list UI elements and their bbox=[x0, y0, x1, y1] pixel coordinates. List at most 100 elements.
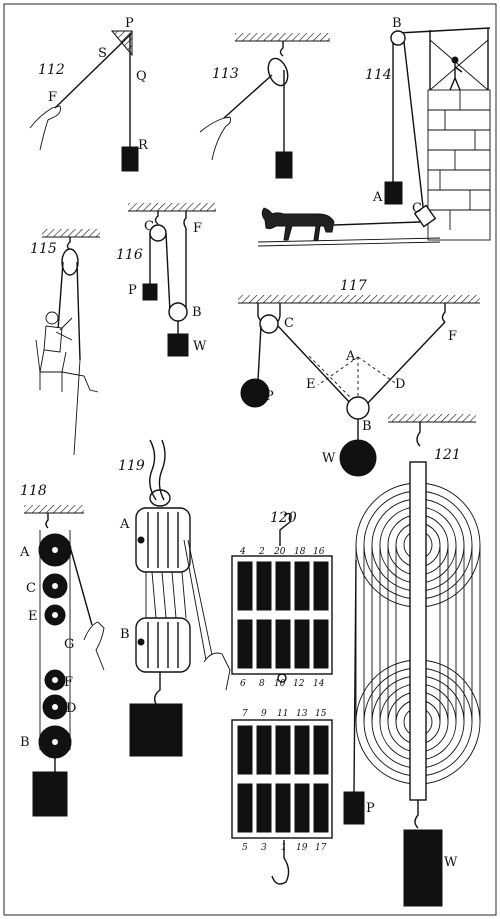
weight-w-117 bbox=[339, 439, 377, 477]
svg-text:3: 3 bbox=[261, 843, 267, 853]
label-b-116: B bbox=[192, 305, 202, 320]
svg-text:5: 5 bbox=[242, 843, 248, 853]
label-p-116: P bbox=[128, 283, 137, 298]
svg-text:8: 8 bbox=[259, 679, 265, 689]
figure-117: C A F E D P B W 117 bbox=[238, 278, 480, 477]
weight-119 bbox=[129, 703, 183, 757]
label-f-117: F bbox=[448, 329, 457, 344]
crane-beam bbox=[397, 27, 491, 34]
label-f: F bbox=[48, 90, 57, 105]
label-e-118: E bbox=[28, 609, 38, 624]
ceiling-115 bbox=[42, 229, 100, 237]
label-b-119: B bbox=[120, 627, 130, 642]
hand-118 bbox=[83, 621, 105, 671]
weight-r bbox=[121, 146, 139, 172]
pulley-c bbox=[413, 204, 437, 228]
label-f-118: F bbox=[64, 675, 73, 690]
svg-text:18: 18 bbox=[294, 547, 306, 557]
pulley-114 bbox=[390, 30, 406, 46]
label-p-121: P bbox=[366, 801, 375, 816]
label-c-118: C bbox=[26, 581, 36, 596]
ceiling-113 bbox=[235, 33, 330, 41]
figure-number-118: 118 bbox=[20, 483, 47, 499]
weight-p-116 bbox=[142, 283, 158, 301]
label-b-117: B bbox=[362, 419, 372, 434]
label-w-121: W bbox=[444, 855, 458, 870]
figure-115: 115 bbox=[30, 229, 100, 456]
figure-113: 113 bbox=[199, 33, 330, 179]
weight-118 bbox=[32, 771, 68, 817]
label-s: S bbox=[98, 46, 107, 61]
label-g-118: G bbox=[64, 637, 74, 652]
pulley-115 bbox=[61, 248, 79, 276]
label-r: R bbox=[138, 138, 149, 153]
label-b: B bbox=[392, 16, 402, 31]
label-a-119: A bbox=[119, 517, 130, 532]
ceiling-116 bbox=[128, 203, 216, 211]
hand-113 bbox=[199, 116, 231, 161]
figure-112: P S Q F R 112 bbox=[29, 16, 149, 172]
figure-number-119: 119 bbox=[118, 458, 145, 474]
label-a-118: A bbox=[19, 545, 30, 560]
svg-text:10: 10 bbox=[274, 679, 286, 689]
weight-a bbox=[384, 181, 403, 205]
label-w-116: W bbox=[193, 339, 207, 354]
label-p-117: P bbox=[265, 389, 274, 404]
label-q: Q bbox=[136, 69, 147, 84]
svg-text:15: 15 bbox=[315, 709, 327, 719]
label-f-116: F bbox=[193, 221, 202, 236]
lower-sheaves bbox=[237, 725, 329, 833]
ceiling-121 bbox=[388, 414, 476, 422]
horse bbox=[261, 207, 335, 241]
strap-121 bbox=[409, 461, 427, 801]
pulley-113 bbox=[267, 57, 289, 87]
label-d-117: D bbox=[395, 377, 405, 392]
hand-119 bbox=[203, 652, 231, 691]
ceiling-117 bbox=[238, 295, 480, 303]
weight-113 bbox=[275, 151, 293, 179]
block-b-119 bbox=[135, 617, 191, 673]
inclined-cord bbox=[54, 32, 133, 109]
plate-border bbox=[3, 3, 497, 916]
weight-p-121 bbox=[343, 791, 365, 825]
label-e-117: E bbox=[306, 377, 316, 392]
weight-p-117 bbox=[240, 378, 270, 408]
label-w-117: W bbox=[322, 451, 336, 466]
svg-text:16: 16 bbox=[313, 547, 325, 557]
svg-text:12: 12 bbox=[293, 679, 305, 689]
upper-sheaves bbox=[237, 561, 329, 669]
svg-text:9: 9 bbox=[261, 709, 267, 719]
figure-120: 120 4 2 20 18 16 6 8 10 12 14 bbox=[231, 510, 333, 885]
figure-number-120: 120 bbox=[270, 510, 297, 526]
svg-text:19: 19 bbox=[296, 843, 308, 853]
label-c-116: C bbox=[144, 219, 154, 234]
wall bbox=[427, 89, 491, 241]
label-c: C bbox=[412, 201, 422, 216]
seated-man bbox=[35, 311, 99, 393]
figure-116: C F P B W 116 bbox=[116, 203, 216, 357]
svg-text:6: 6 bbox=[240, 679, 246, 689]
svg-text:17: 17 bbox=[315, 843, 327, 853]
weight-w-116 bbox=[167, 333, 189, 357]
hook-113 bbox=[279, 41, 284, 57]
label-p: P bbox=[125, 16, 134, 31]
svg-text:4: 4 bbox=[239, 547, 246, 557]
svg-text:2: 2 bbox=[258, 547, 265, 557]
svg-text:11: 11 bbox=[277, 709, 288, 719]
figure-number-115: 115 bbox=[30, 241, 57, 257]
figure-119: A B 119 bbox=[118, 439, 231, 757]
svg-text:14: 14 bbox=[313, 679, 325, 689]
figure-number-116: 116 bbox=[116, 247, 143, 263]
figure-number-113: 113 bbox=[212, 66, 239, 82]
horse-rope bbox=[333, 221, 421, 226]
figure-number-112: 112 bbox=[38, 62, 65, 78]
label-b-118: B bbox=[20, 735, 30, 750]
weight-w-121 bbox=[403, 829, 443, 907]
ceiling-118 bbox=[24, 505, 84, 513]
label-a-117: A bbox=[345, 349, 356, 364]
label-d-118: D bbox=[66, 701, 76, 716]
label-c-117: C bbox=[284, 316, 294, 331]
svg-text:7: 7 bbox=[242, 709, 248, 719]
